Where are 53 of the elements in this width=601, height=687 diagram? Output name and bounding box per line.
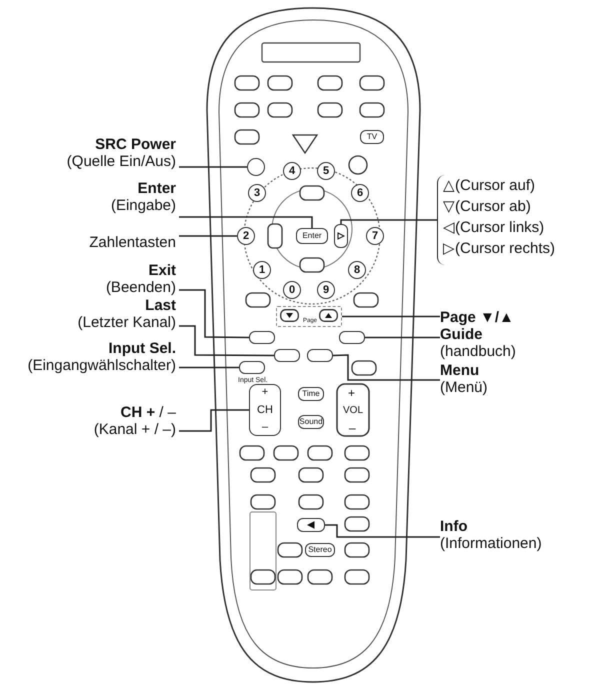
callout-title: Zahlentasten (88, 234, 176, 251)
callout-subtitle: (Eingabe) (110, 197, 176, 214)
callout-text: ▷(Cursor rechts) (443, 239, 556, 259)
channel-rocker-key: + CH – (249, 384, 281, 436)
callout-title: CH + / – (120, 404, 176, 421)
callout-subtitle: (Menü) (440, 379, 489, 396)
remote-key: Time (298, 387, 324, 401)
cursor-right-key (334, 224, 348, 248)
page-key-group (276, 306, 342, 327)
menu-key (307, 349, 333, 362)
leader-line (179, 235, 237, 237)
callout-title: Page ▼/▲ (440, 309, 515, 326)
key-caption: + (348, 387, 356, 399)
callout-subtitle: (Eingangwählschalter) (26, 357, 176, 374)
key-caption: – (349, 422, 356, 434)
leader-line (365, 336, 440, 338)
remote-key: Stereo (305, 543, 335, 557)
leader-line (179, 366, 239, 368)
callout-title: Exit (147, 262, 176, 279)
info-key (297, 518, 325, 532)
callout-text: ◁(Cursor links) (443, 218, 546, 238)
leader-line (332, 354, 440, 381)
guide-key (339, 331, 365, 344)
leader-line (325, 524, 440, 538)
callout-title: SRC Power (94, 136, 176, 153)
leader-line (179, 216, 313, 228)
callout-subtitle: (Letzter Kanal) (76, 314, 176, 331)
enter-key: Enter (296, 228, 328, 244)
callout-title: Last (144, 297, 176, 314)
callout-title: Enter (136, 180, 176, 197)
remote-key: Sound (298, 415, 324, 429)
callout-title: Guide (440, 326, 484, 343)
remote-key: TV (360, 130, 384, 144)
last-key (274, 349, 300, 362)
input-select-key (239, 361, 265, 374)
callout-title: Info (440, 518, 468, 535)
callout-title: Menu (440, 362, 480, 379)
leader-line (340, 219, 437, 224)
callout-subtitle: (Informationen) (440, 535, 543, 552)
leader-line (179, 325, 274, 356)
leader-line (179, 409, 249, 432)
callout-text: ▽(Cursor ab) (443, 197, 532, 217)
key-caption: VOL (343, 406, 364, 416)
callout-text: △(Cursor auf) (443, 176, 536, 196)
leader-line (179, 289, 249, 338)
exit-key (249, 331, 275, 344)
callout-subtitle: (Quelle Ein/Aus) (66, 153, 176, 170)
callout-subtitle: (Kanal + / –) (92, 421, 176, 438)
callout-subtitle: (Beenden) (104, 279, 176, 296)
leader-line (342, 316, 440, 318)
callout-title: Input Sel. (108, 340, 176, 357)
leader-line (179, 166, 247, 168)
callout-subtitle: (handbuch) (440, 343, 517, 360)
